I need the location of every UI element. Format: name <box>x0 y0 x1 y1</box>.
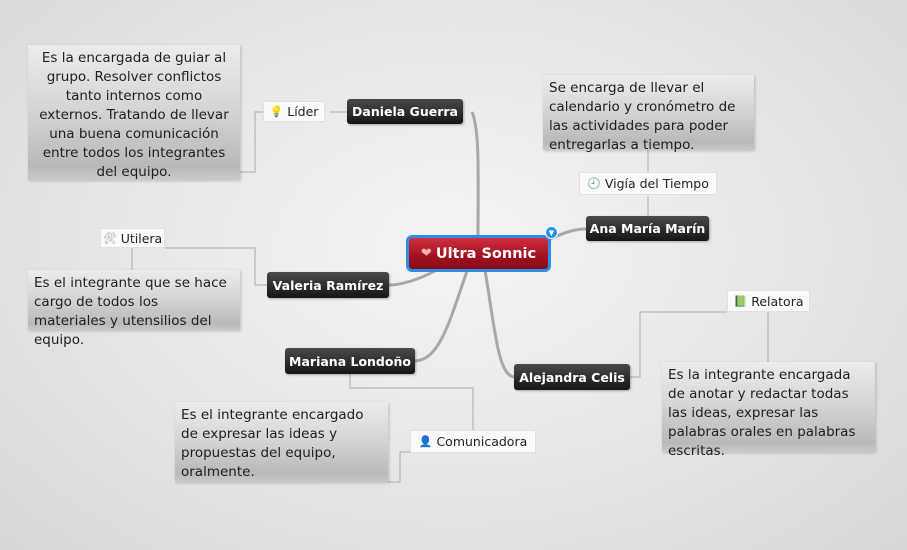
note-mariana: Es el integrante encargado de expresar l… <box>175 402 388 482</box>
tools-icon: 🛠 <box>102 231 117 245</box>
note-ana: Se encarga de llevar el calendario y cro… <box>543 75 754 153</box>
heart-icon: ❤ <box>420 246 432 261</box>
collapse-toggle-icon[interactable]: ▼ <box>545 226 558 239</box>
topic-mariana-londono[interactable]: Mariana Londoño <box>285 348 415 374</box>
note-valeria: Es el integrante que se hace cargo de to… <box>28 270 240 348</box>
book-icon: 📗 <box>733 294 748 308</box>
clock-icon: 🕘 <box>587 177 601 190</box>
topic-alejandra-celis[interactable]: Alejandra Celis <box>514 364 630 390</box>
connector-alejandra <box>483 269 515 379</box>
topic-daniela-guerra[interactable]: Daniela Guerra <box>347 99 463 124</box>
role-label-vigia[interactable]: 🕘Vigía del Tiempo <box>579 172 717 195</box>
role-label-relatora[interactable]: 📗Relatora <box>727 290 810 312</box>
role-label-utilera[interactable]: 🛠Utilera <box>100 228 165 248</box>
note-alejandra: Es la integrante encargada de anotar y r… <box>662 362 875 459</box>
role-label-lider[interactable]: 💡Líder <box>263 101 325 122</box>
role-label-comunicadora[interactable]: 👤Comunicadora <box>410 430 536 453</box>
connector-mariana <box>414 267 470 363</box>
user-icon: 👤 <box>418 435 433 448</box>
note-daniela: Es la encargada de guiar al grupo. Resol… <box>28 45 240 180</box>
connector-daniela <box>470 111 480 239</box>
topic-valeria-ramirez[interactable]: Valeria Ramírez <box>267 272 389 298</box>
lightbulb-icon: 💡 <box>269 105 284 118</box>
topic-ana-maria-marin[interactable]: Ana María Marín <box>586 216 709 241</box>
central-topic[interactable]: ❤Ultra Sonnic <box>406 235 551 272</box>
